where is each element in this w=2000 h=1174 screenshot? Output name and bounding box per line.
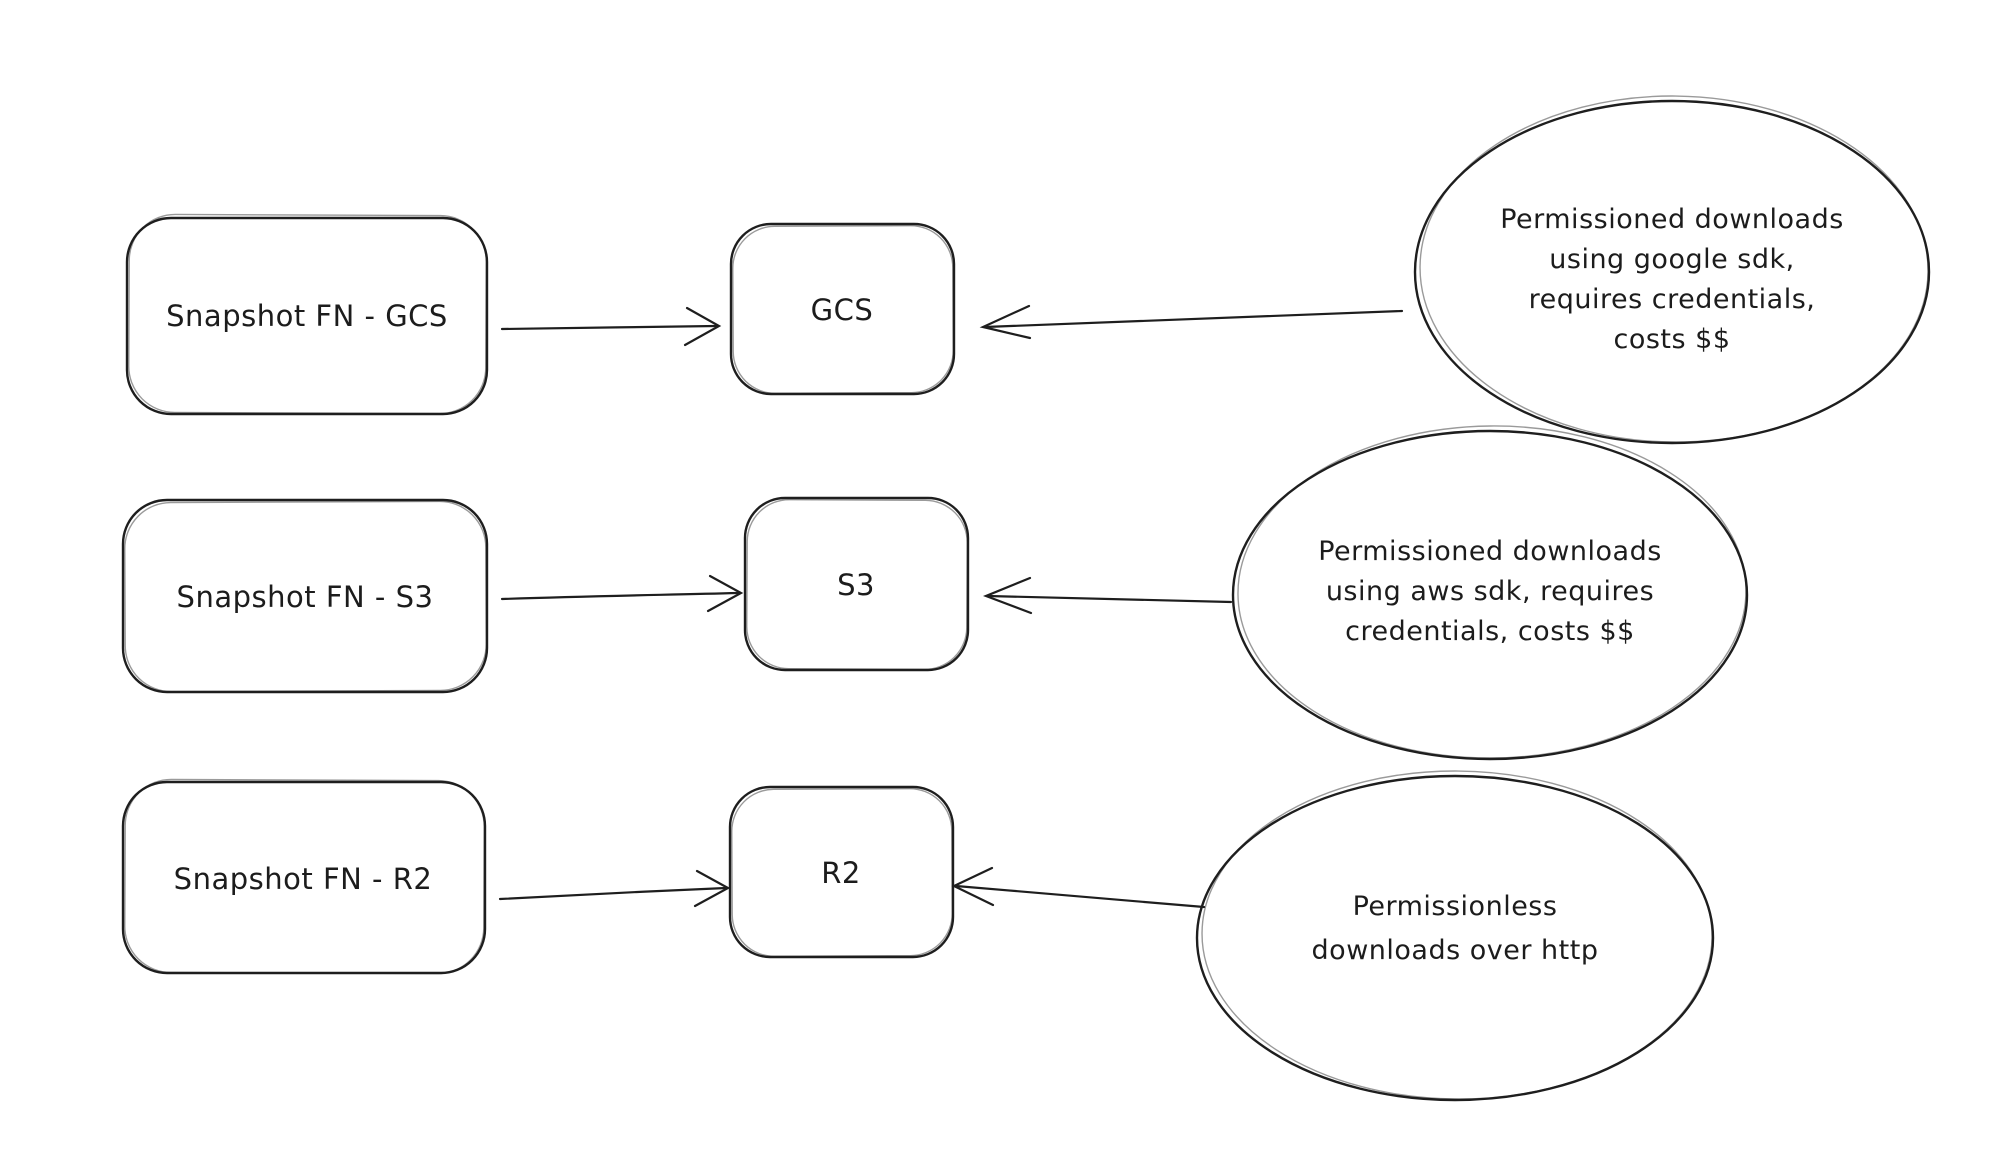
arrow-note-to-gcs [979,304,1404,340]
node-r2: R2 [728,785,955,959]
note-text: Permissioned downloads [1318,536,1662,567]
node-label: Snapshot FN - GCS [166,299,448,333]
note-text: using aws sdk, requires [1326,576,1654,607]
node-label: Snapshot FN - R2 [174,862,433,896]
arrow-note-to-s3 [982,576,1233,615]
node-label: Snapshot FN - S3 [177,580,434,614]
arrow-snapshot-to-s3 [500,574,744,613]
note-ellipse-r2: Permissionless downloads over http [1195,770,1715,1102]
arrow-snapshot-to-r2 [498,869,731,908]
row-r2: Snapshot FN - R2 R2 Permissionless downl… [121,770,1715,1102]
note-text: Permissionless [1353,891,1558,922]
node-label: GCS [811,293,874,327]
node-snapshot-fn-gcs: Snapshot FN - GCS [125,213,489,416]
note-ellipse-gcs: Permissioned downloads using google sdk,… [1413,95,1931,445]
node-gcs: GCS [729,222,956,396]
note-text: downloads over http [1312,935,1599,966]
note-text: using google sdk, [1549,244,1794,275]
node-label: R2 [821,856,861,890]
row-gcs: Snapshot FN - GCS GCS Permis [125,95,1931,445]
note-text: costs $$ [1613,324,1730,355]
note-ellipse-s3: Permissioned downloads using aws sdk, re… [1231,425,1749,761]
note-text: Permissioned downloads [1500,204,1844,235]
note-text: credentials, costs $$ [1345,616,1635,647]
arrow-note-to-r2 [951,866,1206,909]
node-s3: S3 [743,496,970,672]
node-label: S3 [837,568,875,602]
note-text: requires credentials, [1529,284,1816,315]
node-snapshot-fn-r2: Snapshot FN - R2 [121,778,487,975]
arrow-snapshot-to-gcs [500,306,722,347]
node-snapshot-fn-s3: Snapshot FN - S3 [121,498,489,694]
row-s3: Snapshot FN - S3 S3 Permissioned downloa… [121,425,1749,761]
